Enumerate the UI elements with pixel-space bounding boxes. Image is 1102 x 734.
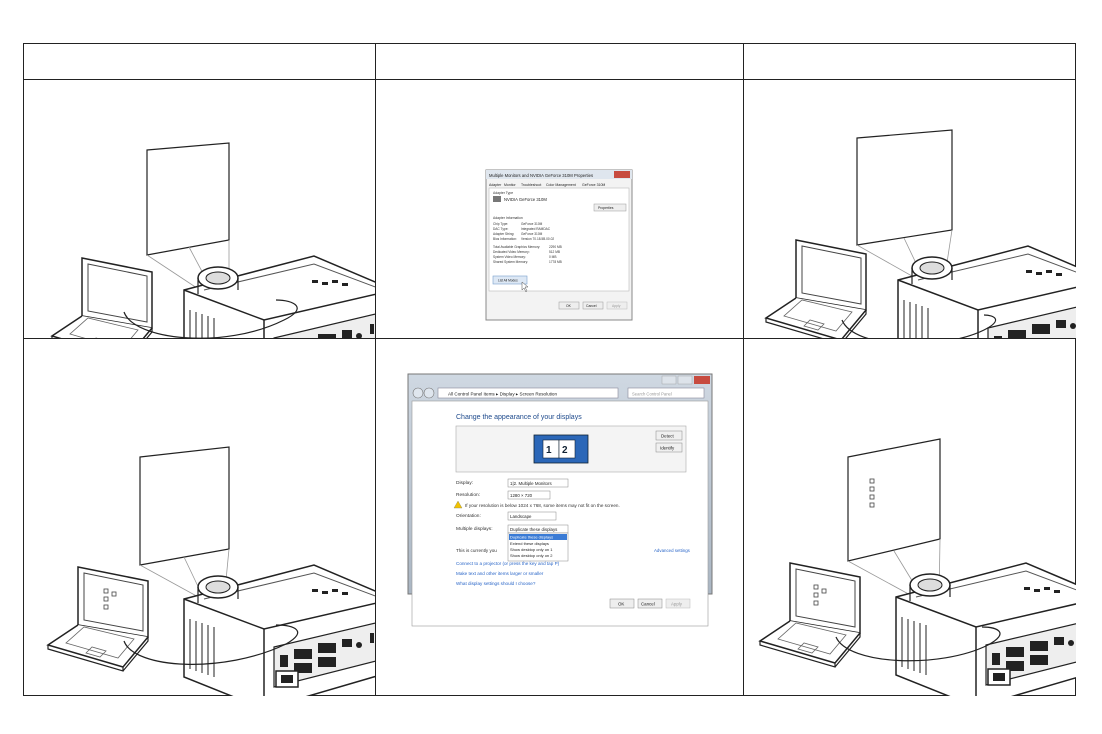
svg-text:Identify: Identify [660,446,675,451]
setup-illustration-mirrored [744,339,1102,708]
adapter-properties-screenshot: Multiple Monitors and NVIDIA GeForce 310… [376,80,743,338]
svg-text:Integrated RAMDAC: Integrated RAMDAC [521,227,551,231]
svg-text:OK: OK [618,602,624,607]
svg-text:1778 MB: 1778 MB [549,260,562,264]
svg-text:512 MB: 512 MB [549,250,560,254]
minimize-icon[interactable] [661,375,677,385]
screen-resolution-screenshot: All Control Panel Items ▸ Display ▸ Scre… [376,339,743,696]
svg-text:Total Available Graphics Memor: Total Available Graphics Memory: [493,245,540,249]
multiple-displays-label: Multiple displays: [456,526,493,532]
svg-text:DAC Type:: DAC Type: [493,227,508,231]
column-divider [743,44,744,695]
svg-text:Bios Information:: Bios Information: [493,237,517,241]
connect-projector-link[interactable]: Connect to a projector (or press the key… [456,561,560,566]
svg-text:1280 × 720: 1280 × 720 [510,493,533,498]
address-bar[interactable] [437,387,619,399]
setup-illustration-blank [24,80,395,401]
header-cell-1 [24,44,375,79]
tab-color-management[interactable]: Color Management [546,183,576,187]
dropdown-option[interactable]: Show desktop only on 1 [510,547,553,552]
svg-text:GeForce 310M: GeForce 310M [521,232,543,236]
svg-text:Chip Type:: Chip Type: [493,222,508,226]
info-header: Adapter Information [493,216,523,220]
svg-text:GeForce 310M: GeForce 310M [521,222,543,226]
settings-help-link[interactable]: What display settings should I choose? [456,581,536,586]
svg-text:1: 1 [546,445,552,456]
detect-button[interactable] [655,430,683,441]
dropdown-option[interactable]: Show desktop only on 2 [510,553,553,558]
column-divider [375,44,376,695]
svg-text:2290 MB: 2290 MB [549,245,562,249]
svg-text:Cancel: Cancel [641,602,655,607]
cursor-icon [521,281,529,293]
header-cell-2 [376,44,743,79]
svg-text:2: 2 [562,445,568,456]
setup-illustration-blank-2 [744,80,1102,391]
header-row-divider [24,79,1075,80]
svg-text:Version 70.18.5B.00.02: Version 70.18.5B.00.02 [521,237,554,241]
current-display-text: This is currently you [456,548,497,553]
svg-text:List All Modes: List All Modes [498,279,518,283]
svg-text:Apply: Apply [671,602,683,607]
forward-arrow-icon[interactable] [423,387,435,399]
dropdown-option[interactable]: Extend these displays [510,541,549,546]
svg-text:System Video Memory:: System Video Memory: [493,255,526,259]
warning-icon [453,500,463,509]
tab-troubleshoot[interactable]: Troubleshoot [521,183,541,187]
page-title: Change the appearance of your displays [456,414,582,421]
identify-button[interactable] [655,442,683,453]
cancel-button[interactable] [637,598,663,609]
header-cell-3 [744,44,1076,79]
orientation-label: Orientation: [456,513,481,519]
adapter-icon [493,196,501,202]
dropdown-option[interactable]: Duplicate these displays [510,535,553,540]
row-divider [24,338,1075,339]
resolution-select[interactable] [507,490,551,500]
resolution-warning: If your resolution is below 1024 x 768, … [465,503,620,508]
maximize-icon[interactable] [677,375,693,385]
adapter-type-label: Adapter Type [493,191,513,195]
advanced-settings-link[interactable]: Advanced settings [654,548,691,553]
svg-text:OK: OK [566,304,572,308]
apply-button[interactable] [606,301,628,310]
dialog-title: Multiple Monitors and NVIDIA GeForce 310… [489,173,593,178]
display-select[interactable] [507,478,569,488]
svg-text:Cancel: Cancel [586,304,597,308]
orientation-select[interactable] [507,511,557,521]
svg-text:Dedicated Video Memory:: Dedicated Video Memory: [493,250,530,254]
svg-text:Search Control Panel: Search Control Panel [632,392,672,397]
svg-text:Shared System Memory:: Shared System Memory: [493,260,528,264]
svg-text:Landscape: Landscape [510,514,532,519]
tab-adapter[interactable]: Adapter [489,183,502,187]
svg-text:Properties: Properties [598,206,614,210]
tab-geforce[interactable]: GeForce 310M [582,183,605,187]
svg-text:Detect: Detect [661,434,674,439]
image-grid-table: Multiple Monitors and NVIDIA GeForce 310… [23,43,1102,710]
ok-button[interactable] [558,301,580,310]
display-label: Display: [456,480,473,486]
svg-text:Duplicate these displays: Duplicate these displays [510,527,558,532]
adapter-name: NVIDIA GeForce 310M [504,197,547,202]
apply-button[interactable] [665,598,691,609]
svg-text:All Control Panel Items ▸ Disp: All Control Panel Items ▸ Display ▸ Scre… [448,392,557,397]
search-input[interactable] [627,387,705,399]
svg-text:1|2. Multiple Monitors: 1|2. Multiple Monitors [510,481,552,486]
tab-monitor[interactable]: Monitor [504,183,517,187]
resolution-label: Resolution: [456,492,480,498]
setup-illustration-laptop-icons [24,339,395,710]
back-arrow-icon[interactable] [412,387,424,399]
text-size-link[interactable]: Make text and other items larger or smal… [456,571,544,576]
close-window-icon[interactable] [694,376,710,384]
properties-button[interactable] [593,203,627,212]
svg-text:0 MB: 0 MB [549,255,556,259]
ok-button[interactable] [609,598,635,609]
list-all-modes-button[interactable] [492,275,528,285]
svg-text:Apply: Apply [612,304,621,308]
cancel-button[interactable] [582,301,604,310]
svg-text:Adapter String:: Adapter String: [493,232,514,236]
